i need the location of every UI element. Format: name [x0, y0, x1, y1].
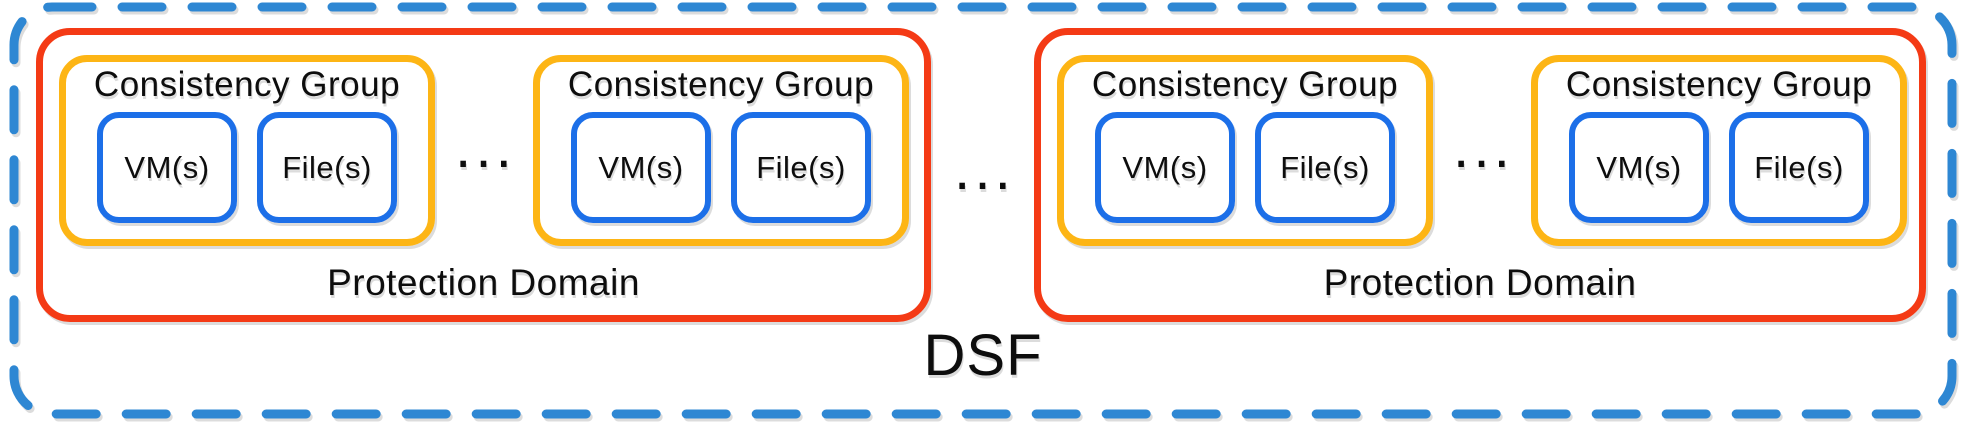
ellipsis-protection-domains: ··· [952, 150, 1014, 215]
file-label: File(s) [282, 150, 372, 185]
vm-label: VM(s) [1596, 150, 1682, 185]
consistency-group: Consistency Group VM(s) File(s) [1057, 55, 1433, 246]
file-label: File(s) [1280, 150, 1370, 185]
protection-domain-label: Protection Domain [327, 262, 640, 303]
dsf-label: DSF [923, 323, 1043, 388]
protection-domain-label: Protection Domain [1323, 262, 1637, 303]
consistency-group-label: Consistency Group [567, 65, 875, 104]
ellipsis-consistency-groups: ··· [453, 128, 515, 193]
protection-domain: Consistency Group VM(s) File(s) ··· Cons… [1034, 28, 1926, 322]
consistency-group-label: Consistency Group [93, 65, 401, 104]
file-label: File(s) [1754, 150, 1844, 185]
vm-box: VM(s) [571, 112, 711, 223]
file-box: File(s) [1255, 112, 1395, 223]
vm-box: VM(s) [1095, 112, 1235, 223]
vm-box: VM(s) [1569, 112, 1709, 223]
vm-label: VM(s) [598, 150, 684, 185]
vm-box: VM(s) [97, 112, 237, 223]
ellipsis-consistency-groups: ··· [1451, 128, 1513, 193]
protection-domain: Consistency Group VM(s) File(s) ··· Cons… [36, 28, 931, 322]
file-box: File(s) [257, 112, 397, 223]
consistency-group: Consistency Group VM(s) File(s) [533, 55, 909, 246]
vm-label: VM(s) [124, 150, 210, 185]
consistency-group-label: Consistency Group [1091, 65, 1399, 104]
vm-label: VM(s) [1122, 150, 1208, 185]
file-label: File(s) [756, 150, 846, 185]
consistency-group: Consistency Group VM(s) File(s) [59, 55, 435, 246]
consistency-group-label: Consistency Group [1565, 65, 1873, 104]
file-box: File(s) [1729, 112, 1869, 223]
consistency-group: Consistency Group VM(s) File(s) [1531, 55, 1907, 246]
file-box: File(s) [731, 112, 871, 223]
